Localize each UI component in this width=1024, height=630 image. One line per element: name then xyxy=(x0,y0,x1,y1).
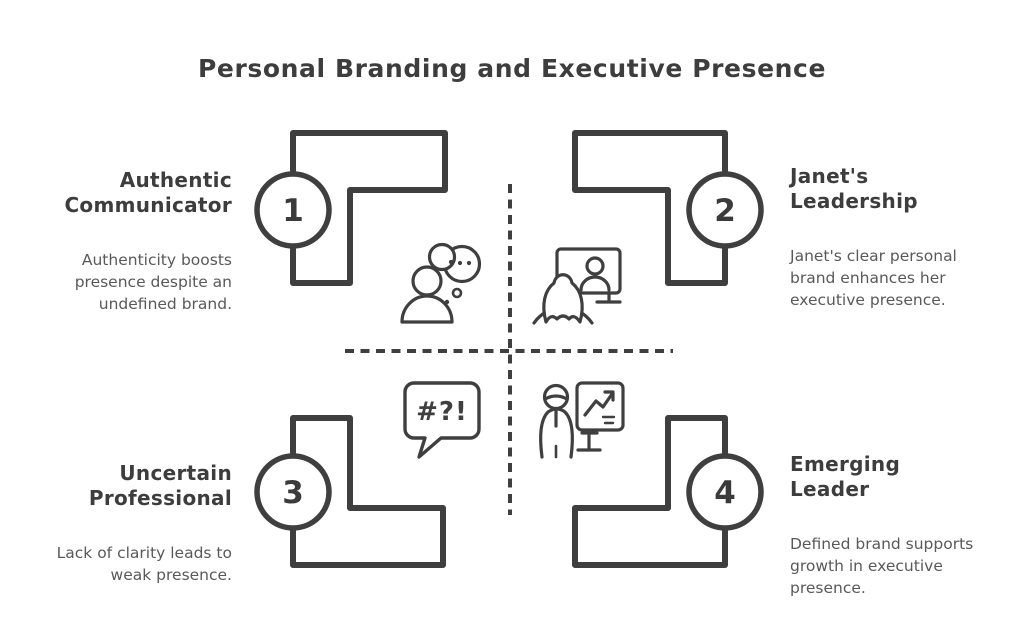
bracket-shape-4 xyxy=(572,415,728,568)
step-number-4: 4 xyxy=(714,475,736,511)
person-on-video-screen-icon xyxy=(532,247,622,325)
speech-bubble-outline xyxy=(403,381,481,459)
person-shoulders xyxy=(400,294,454,324)
screen-avatar-shoulders xyxy=(579,275,611,292)
thought-cloud-small xyxy=(427,242,457,272)
quadrant-4-text: Emerging Leader Defined brand supports g… xyxy=(790,433,1022,618)
growth-arrowhead xyxy=(603,390,615,402)
bracket-shape-3 xyxy=(290,415,446,568)
board-stand xyxy=(576,430,602,452)
step-number-badges: 1 2 3 4 xyxy=(254,171,764,531)
quadrant-1-text: Authentic Communicator Authenticity boos… xyxy=(2,149,232,334)
speech-bubble-symbols-icon: #?! xyxy=(403,381,481,459)
bracket-shapes xyxy=(290,130,728,568)
thought-trail-bubble xyxy=(451,287,463,299)
quadrant-1-heading: Authentic Communicator xyxy=(64,168,232,217)
speech-bubble-text: #?! xyxy=(416,397,468,427)
screen-stand xyxy=(595,291,622,304)
step-number-1: 1 xyxy=(282,193,304,229)
step-number-2: 2 xyxy=(714,193,736,229)
page-title: Personal Branding and Executive Presence xyxy=(197,54,827,83)
screen-avatar-head xyxy=(585,256,605,276)
growth-arrow xyxy=(583,392,614,417)
chart-notes-lines xyxy=(601,415,616,425)
quadrant-2-description: Janet's clear personal brand enhances he… xyxy=(790,246,957,309)
number-circle-3 xyxy=(254,453,332,531)
presenter-hair-line xyxy=(543,394,569,401)
quadrant-2-heading: Janet's Leadership xyxy=(790,164,918,213)
number-circle-2 xyxy=(686,171,764,249)
bracket-shape-2 xyxy=(572,130,728,286)
quadrant-3-heading: Uncertain Professional xyxy=(88,461,232,510)
number-circle-1 xyxy=(254,171,332,249)
quadrant-4-heading: Emerging Leader xyxy=(790,452,901,501)
quadrant-divider-lines xyxy=(345,184,673,515)
person-thinking-icon xyxy=(400,242,482,324)
viewer-hair xyxy=(542,273,584,324)
quadrant-3-description: Lack of clarity leads to weak presence. xyxy=(56,543,232,584)
quadrant-2-text: Janet's Leadership Janet's clear persona… xyxy=(790,145,1022,330)
thought-dots xyxy=(448,259,472,266)
quadrant-3-text: Uncertain Professional Lack of clarity l… xyxy=(2,442,232,605)
step-number-3: 3 xyxy=(282,475,304,511)
quadrant-1-description: Authenticity boosts presence despite an … xyxy=(74,250,232,313)
person-head xyxy=(411,265,443,297)
bracket-shape-1 xyxy=(290,130,448,286)
number-circle-4 xyxy=(686,453,764,531)
presenter-with-chart-icon xyxy=(539,381,625,459)
quadrant-4-description: Defined brand supports growth in executi… xyxy=(790,534,974,597)
